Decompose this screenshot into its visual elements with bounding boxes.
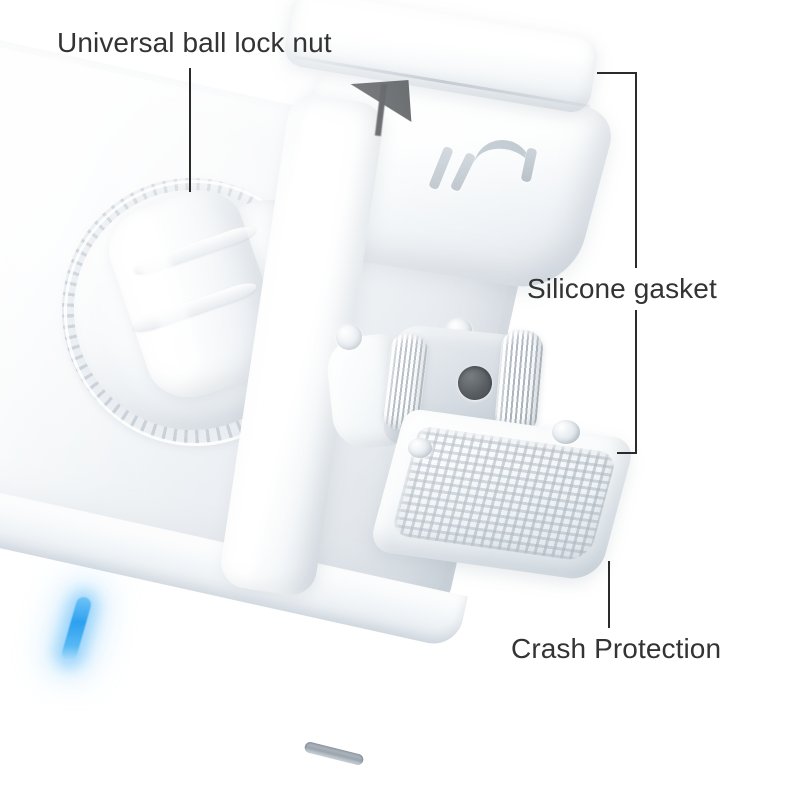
- leader-line-universal-ball-lock-nut: [189, 68, 191, 192]
- charging-port-slot: [303, 740, 365, 767]
- bracket-lower-silicone-gasket: [635, 310, 637, 454]
- status-led-indicator: [60, 595, 93, 663]
- bracket-bottom-tick-silicone-gasket: [617, 452, 637, 454]
- callout-label-universal-ball-lock-nut: Universal ball lock nut: [57, 27, 332, 58]
- bracket-upper-silicone-gasket: [635, 72, 637, 268]
- callout-label-silicone-gasket: Silicone gasket: [527, 273, 717, 304]
- screw-boss: [408, 438, 432, 458]
- screw-boss: [552, 420, 580, 444]
- callout-label-crash-protection: Crash Protection: [511, 633, 722, 664]
- leader-line-crash-protection: [608, 561, 610, 628]
- screw-boss: [336, 324, 362, 350]
- bracket-top-tick-silicone-gasket: [597, 72, 637, 74]
- knurled-adjustment-wheel: [493, 328, 545, 436]
